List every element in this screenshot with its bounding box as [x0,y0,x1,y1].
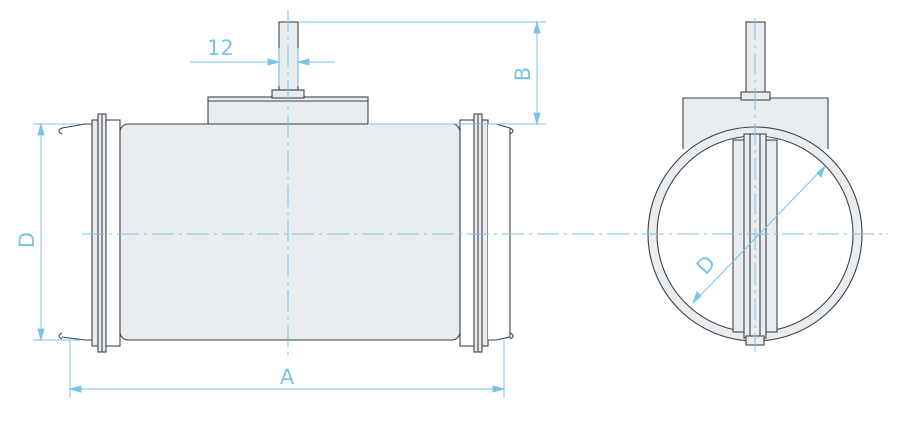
side-view [58,21,514,353]
right-spigot [488,123,511,341]
right-flange-ring [459,119,475,347]
front-diameter-line [692,165,826,304]
dim-label-d-side: D [15,232,39,248]
dim-label-12: 12 [207,36,234,60]
dimension-lines [33,10,888,398]
dim-label-a: A [280,365,295,389]
damper-body [119,123,461,341]
dim-label-b: B [511,67,535,81]
left-flange-ring [91,119,99,347]
left-spigot [61,123,93,341]
